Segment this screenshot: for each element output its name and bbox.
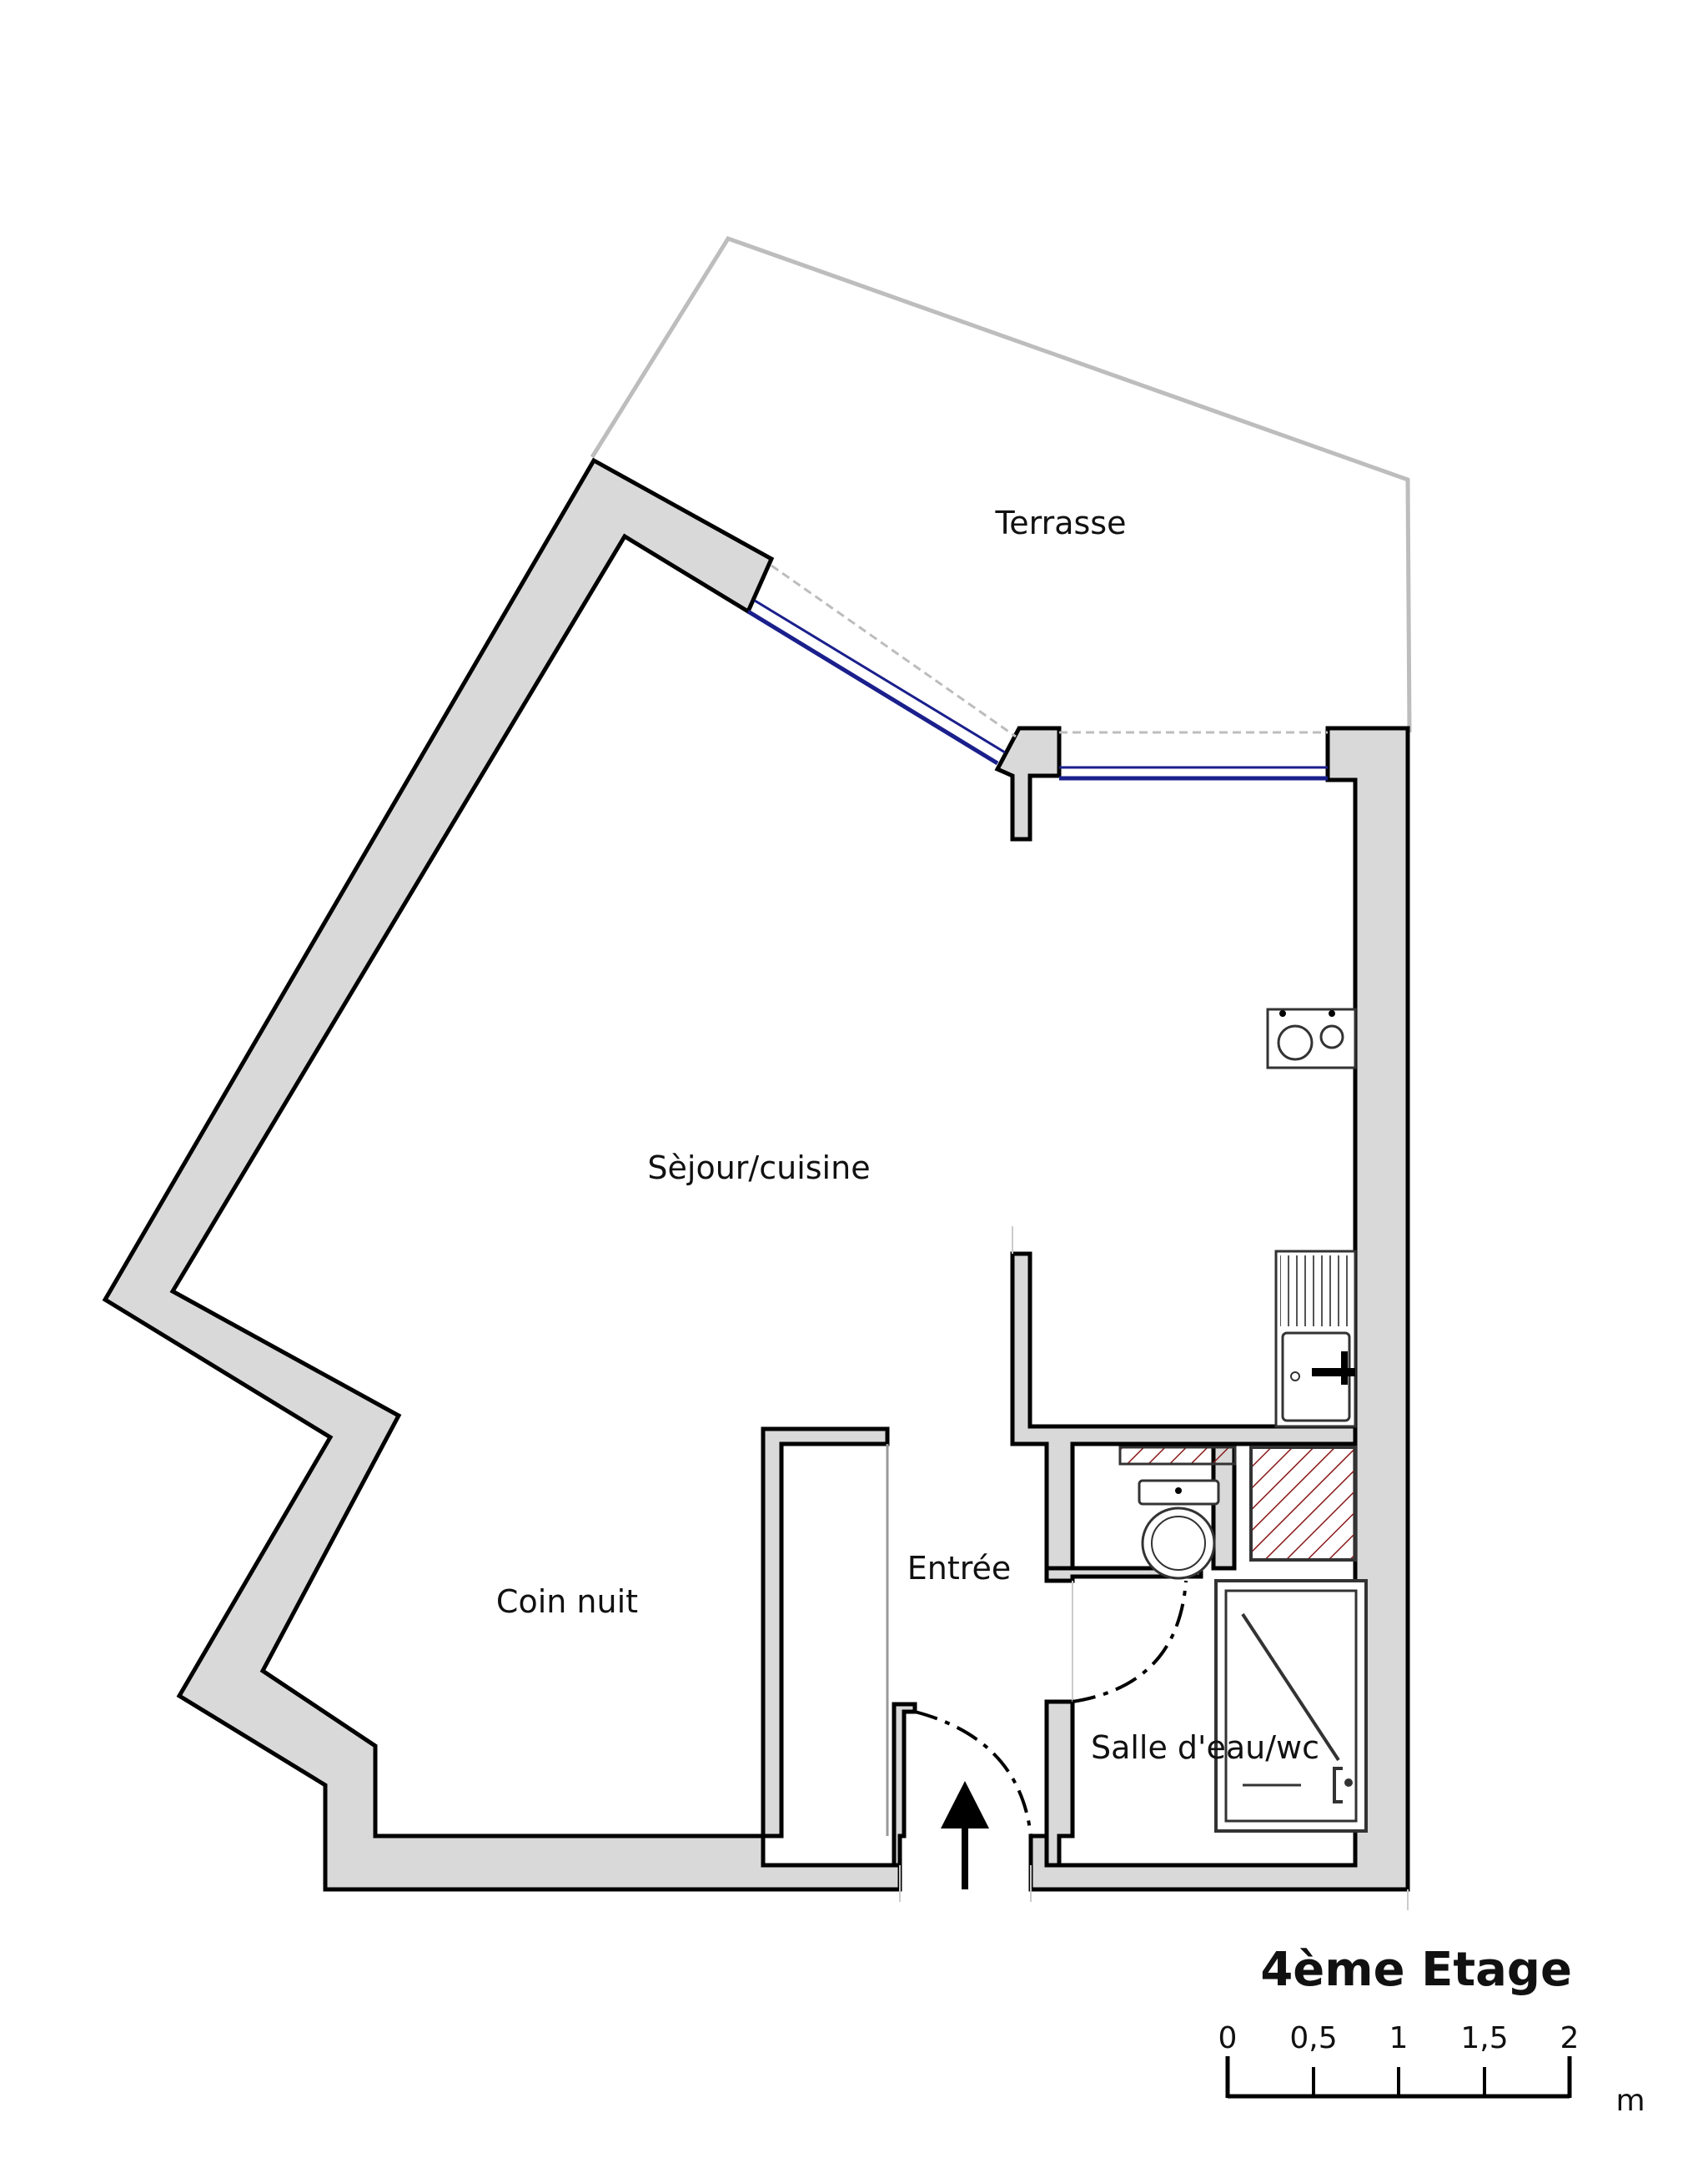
terrace-outline: [590, 235, 1412, 733]
scale-tick-1: 0,5: [1289, 2021, 1337, 2055]
scale-unit: m: [1615, 2084, 1645, 2118]
label-sejour: Sèjour/cuisine: [647, 1149, 870, 1186]
toilet-icon: [1138, 1479, 1220, 1580]
entrance-post-left: [892, 1702, 917, 1868]
interior-wall-kitchen: [1010, 1251, 1358, 1577]
interior-wall-closet: [761, 1426, 890, 1838]
scale-tick-4: 2: [1560, 2021, 1580, 2055]
interior-wall-bath-mid: [1044, 1699, 1075, 1868]
label-entree: Entrée: [907, 1550, 1012, 1587]
label-terrasse: Terrasse: [995, 505, 1127, 541]
shower-icon: [1214, 1579, 1368, 1833]
window-1-outer: [771, 564, 1017, 738]
scale-tick-2: 1: [1389, 2021, 1409, 2055]
interior-wall-bath-shaft: [1211, 1441, 1237, 1571]
window-1: [746, 609, 999, 766]
window-pillar: [994, 726, 1062, 842]
scale-bar: [1225, 2056, 1572, 2099]
entrance-arrow-head: [941, 1781, 989, 1828]
window-1-inner: [754, 599, 1006, 754]
entrance-door-swing: [914, 1710, 1032, 1837]
label-coin-nuit: Coin nuit: [496, 1583, 638, 1620]
floor-title: 4ème Etage: [1260, 1943, 1572, 1997]
hatched-shelf: [1118, 1446, 1237, 1466]
cooktop-icon: [1266, 1008, 1357, 1069]
kitchen-sink-icon: [1274, 1250, 1357, 1428]
label-salle-eau: Salle d'eau/wc: [1091, 1729, 1319, 1766]
bathroom-door-swing: [1072, 1580, 1188, 1703]
scale-tick-0: 0: [1218, 2021, 1238, 2055]
hatched-shaft: [1249, 1446, 1357, 1562]
scale-tick-3: 1,5: [1460, 2021, 1508, 2055]
